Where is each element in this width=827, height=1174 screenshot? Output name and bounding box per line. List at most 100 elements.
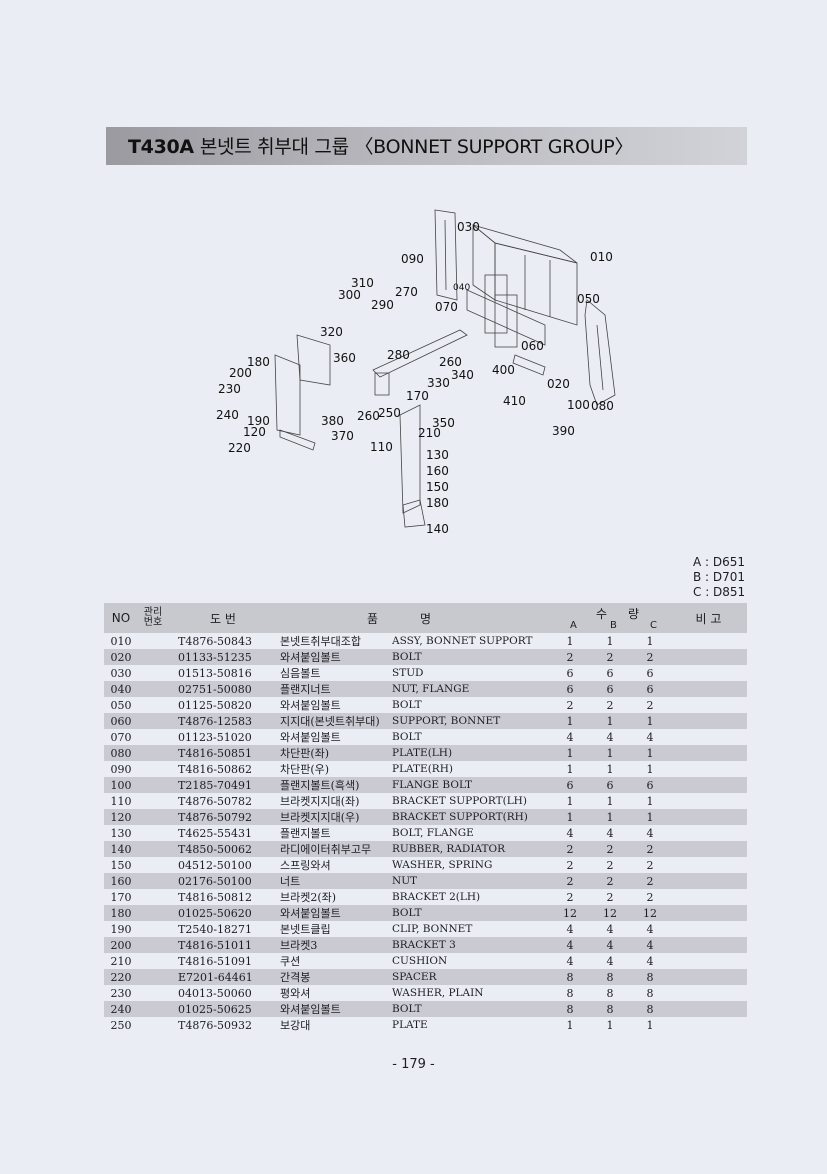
row-qty-a: 1 xyxy=(566,1018,574,1032)
row-no: 050 xyxy=(110,698,132,712)
row-qty-a: 6 xyxy=(550,777,590,793)
row-qty-c: 6 xyxy=(630,681,670,697)
row-english-name: BOLT xyxy=(392,699,422,711)
qty-col-a: A xyxy=(570,620,577,631)
row-qty-c: 1 xyxy=(646,634,654,648)
row-qty-c: 1 xyxy=(630,809,670,825)
row-no: 140 xyxy=(104,841,138,857)
row-no: 010 xyxy=(110,634,132,648)
row-remark xyxy=(670,825,747,841)
callout-label: 360 xyxy=(333,351,356,365)
row-english-name: SPACER xyxy=(390,969,550,985)
model-code: T430A xyxy=(128,136,194,158)
callout-label: 210 xyxy=(418,426,441,440)
row-remark xyxy=(670,793,747,809)
row-qty-a: 1 xyxy=(566,762,574,776)
row-english-name: FLANGE BOLT xyxy=(390,777,550,793)
row-english-name: ASSY, BONNET SUPPORT xyxy=(392,635,533,647)
col-header-mgmt-no: 관리번호 xyxy=(138,603,168,633)
row-english-name: STUD xyxy=(392,667,424,679)
row-no: 060 xyxy=(104,713,138,729)
row-qty-a: 4 xyxy=(566,922,574,936)
row-qty-b: 8 xyxy=(606,986,614,1000)
row-mgmt-no xyxy=(138,921,168,937)
row-qty-b: 12 xyxy=(590,905,630,921)
row-mgmt-no xyxy=(138,905,168,921)
row-part-number: T4816-51091 xyxy=(178,954,253,968)
row-no: 120 xyxy=(104,809,138,825)
row-qty-c: 4 xyxy=(646,954,654,968)
row-qty-a: 4 xyxy=(566,826,574,840)
row-qty-a: 8 xyxy=(566,986,574,1000)
row-qty-b: 8 xyxy=(590,1001,630,1017)
row-no: 190 xyxy=(110,922,132,936)
model-key-c: C : D851 xyxy=(693,585,746,599)
row-part-number: T4816-51011 xyxy=(168,937,278,953)
qty-label-2: 량 xyxy=(628,607,640,621)
row-mgmt-no xyxy=(138,665,168,681)
row-no: 110 xyxy=(110,794,132,808)
row-english-name: PLATE xyxy=(392,1019,428,1031)
bracket-left xyxy=(274,334,331,451)
row-english-name: BOLT xyxy=(390,905,550,921)
row-qty-b: 8 xyxy=(590,969,630,985)
row-qty-b: 1 xyxy=(606,634,614,648)
row-qty-a: 2 xyxy=(566,858,574,872)
row-no: 080 xyxy=(104,745,138,761)
row-part-number: 02176-50100 xyxy=(168,873,278,889)
row-english-name: CUSHION xyxy=(392,955,448,967)
row-qty-a: 2 xyxy=(550,649,590,665)
row-mgmt-no xyxy=(138,713,168,729)
row-korean-name: 브라켓지지대(우) xyxy=(278,809,390,825)
row-mgmt-no xyxy=(138,793,168,809)
row-qty-a: 4 xyxy=(566,954,574,968)
row-english-name: BRACKET 3 xyxy=(390,937,550,953)
row-qty-b: 4 xyxy=(606,730,614,744)
row-qty-a: 1 xyxy=(566,794,574,808)
row-english-name: NUT xyxy=(390,873,550,889)
row-no: 070 xyxy=(110,730,132,744)
row-qty-b: 2 xyxy=(606,858,614,872)
group-title: 본넷트 취부대 그룹 〈BONNET SUPPORT GROUP〉 xyxy=(199,136,634,158)
row-qty-c: 1 xyxy=(630,713,670,729)
callout-label: 380 xyxy=(321,414,344,428)
row-no: 210 xyxy=(110,954,132,968)
callout-label: 290 xyxy=(371,298,394,312)
row-qty-b: 2 xyxy=(606,890,614,904)
qty-col-b: B xyxy=(610,620,617,631)
exploded-parts-diagram: 030 090 010 310 300 270 290 040 070 050 … xyxy=(216,209,616,536)
row-part-number: 01513-50816 xyxy=(178,666,252,680)
row-qty-c: 2 xyxy=(630,649,670,665)
row-mgmt-no xyxy=(138,633,168,649)
callout-label: 390 xyxy=(552,424,575,438)
row-qty-c: 12 xyxy=(630,905,670,921)
callout-label: 100 xyxy=(567,398,590,412)
row-korean-name: 차단판(우) xyxy=(280,763,330,776)
row-no: 220 xyxy=(104,969,138,985)
row-remark xyxy=(670,937,747,953)
row-korean-name: 브라켓2(좌) xyxy=(280,891,337,904)
row-part-number: T4816-50812 xyxy=(178,890,253,904)
callout-label: 330 xyxy=(427,376,450,390)
callout-label: 130 xyxy=(426,448,449,462)
callout-label: 400 xyxy=(492,363,515,377)
row-qty-a: 2 xyxy=(550,841,590,857)
callout-label: 040 xyxy=(453,283,470,293)
callout-label: 230 xyxy=(218,382,241,396)
row-part-number: T4625-55431 xyxy=(178,826,253,840)
callout-label: 070 xyxy=(435,300,458,314)
callout-label: 120 xyxy=(243,425,266,439)
callout-label: 060 xyxy=(521,339,544,353)
row-qty-c: 2 xyxy=(646,890,654,904)
row-korean-name: 라디에이터취부고무 xyxy=(278,841,390,857)
